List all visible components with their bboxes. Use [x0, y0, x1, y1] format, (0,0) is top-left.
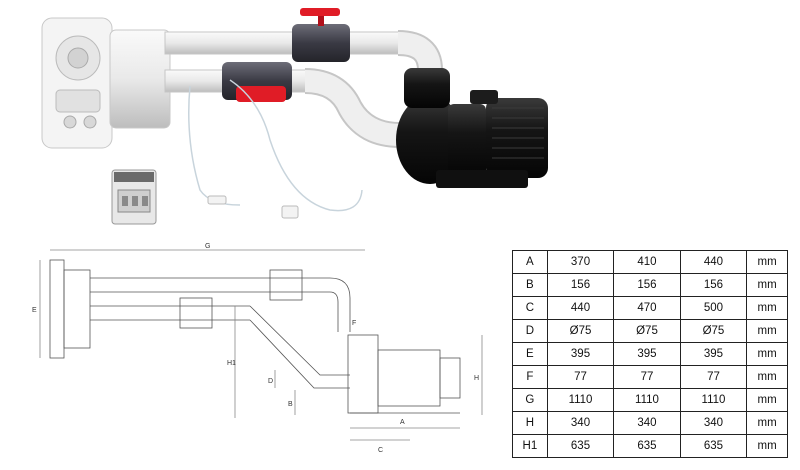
table-cell: 470 — [613, 296, 681, 320]
lower-pipe — [164, 62, 401, 148]
row-unit: mm — [746, 250, 788, 274]
row-label: F — [512, 365, 548, 389]
drawing-motor — [377, 349, 441, 407]
table-cell: 395 — [546, 342, 615, 366]
label-c: C — [378, 447, 383, 454]
row-label: B — [512, 273, 548, 297]
drawing-valve-upper — [269, 269, 303, 301]
row-unit: mm — [746, 365, 788, 389]
table-cell: 77 — [546, 365, 615, 389]
jet-body-outline — [63, 269, 91, 349]
table-cell: 410 — [613, 250, 681, 274]
row-unit: mm — [746, 388, 788, 412]
table-cell: 77 — [613, 365, 681, 389]
drawing-pump-head — [347, 334, 379, 414]
table-cell: 440 — [679, 250, 748, 274]
table-cell: 156 — [613, 273, 681, 297]
label-e: E — [32, 307, 37, 314]
table-cell: 500 — [679, 296, 748, 320]
table-cell: 1110 — [679, 388, 748, 412]
table-cell: 370 — [546, 250, 615, 274]
product-photo — [41, 8, 548, 225]
table-cell: Ø75 — [679, 319, 748, 343]
table-cell: 340 — [679, 411, 748, 435]
row-unit: mm — [746, 296, 788, 320]
row-unit: mm — [746, 273, 788, 297]
row-label: H — [512, 411, 548, 435]
table-cell: 156 — [679, 273, 748, 297]
table-cell: Ø75 — [546, 319, 615, 343]
air-button — [207, 195, 227, 205]
row-label: G — [512, 388, 548, 412]
hose-connector — [281, 205, 299, 219]
drawing-valve-lower — [179, 297, 213, 329]
row-label: A — [512, 250, 548, 274]
row-label: H1 — [512, 434, 548, 458]
table-cell: 635 — [679, 434, 748, 458]
technical-drawing: G E F H1 D B A C H — [32, 243, 483, 454]
pump-motor — [396, 68, 548, 188]
control-box — [111, 169, 157, 225]
table-cell: 340 — [546, 411, 615, 435]
row-unit: mm — [746, 319, 788, 343]
jet-face-outline — [49, 259, 65, 359]
table-cell: 77 — [679, 365, 748, 389]
table-cell: 395 — [613, 342, 681, 366]
table-cell: 395 — [679, 342, 748, 366]
label-h1: H1 — [227, 360, 236, 367]
table-cell: 635 — [546, 434, 615, 458]
label-h: H — [474, 375, 479, 382]
table-cell: 1110 — [613, 388, 681, 412]
row-label: D — [512, 319, 548, 343]
table-cell: 1110 — [546, 388, 615, 412]
label-a: A — [400, 419, 405, 426]
row-unit: mm — [746, 434, 788, 458]
row-unit: mm — [746, 411, 788, 435]
table-cell: Ø75 — [613, 319, 681, 343]
label-g: G — [205, 243, 210, 250]
table-cell: 440 — [546, 296, 615, 320]
table-cell: 635 — [613, 434, 681, 458]
label-d: D — [268, 378, 273, 385]
table-cell: 340 — [613, 411, 681, 435]
table-cell: 156 — [546, 273, 615, 297]
row-unit: mm — [746, 342, 788, 366]
row-label: C — [512, 296, 548, 320]
label-b: B — [288, 401, 293, 408]
label-f: F — [352, 320, 356, 327]
jet-unit — [41, 17, 171, 149]
row-label: E — [512, 342, 548, 366]
